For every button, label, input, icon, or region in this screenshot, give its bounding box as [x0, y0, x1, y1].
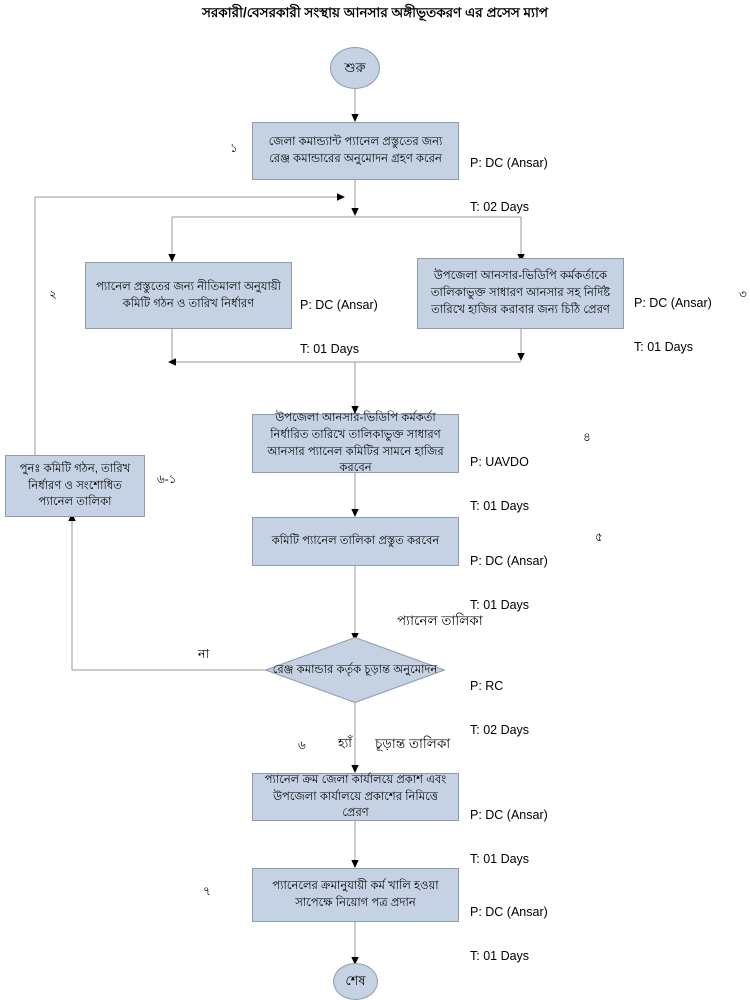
process-step-3-label: উপজেলা আনসার-ভিডিপি কর্মকর্তাকে তালিকাভু… — [430, 270, 611, 316]
process-step-5-label: কমিটি প্যানেল তালিকা প্রস্তুত করবেন — [271, 535, 440, 548]
step-2-number: ২ — [49, 287, 57, 301]
decision-number: ৬ — [298, 738, 306, 752]
process-step-4-label: উপজেলা আনসার-ভিডিপি কর্মকর্তা নির্ধারিত … — [267, 412, 444, 475]
decision-meta: P: RC T: 02 Days — [470, 649, 529, 767]
decision-yes-label: হ্যাঁ — [338, 736, 352, 750]
process-step-1[interactable]: জেলা কমান্ড্যান্ট প্যানেল প্রস্তুতের জন্… — [252, 122, 459, 180]
step-5-number: ৫ — [595, 530, 603, 544]
step-1-time: T: 02 Days — [470, 199, 530, 214]
step-4-number: ৪ — [583, 430, 591, 444]
rework-box[interactable]: পুনঃ কমিটি গঠন, তারিখ নির্ধারণ ও সংশোধিত… — [5, 455, 145, 517]
start-terminator[interactable]: শুরু — [330, 47, 380, 89]
step-1-performer: P: DC (Ansar) — [470, 155, 548, 170]
decision-input-label: প্যানেল তালিকা — [397, 613, 483, 628]
process-step-5[interactable]: কমিটি প্যানেল তালিকা প্রস্তুত করবেন — [252, 517, 459, 566]
process-step-6[interactable]: প্যানেল ক্রম জেলা কার্যালয়ে প্রকাশ এবং … — [252, 773, 459, 821]
decision-output-label: চূড়ান্ত তালিকা — [375, 736, 451, 751]
step-2-meta: P: DC (Ansar) T: 01 Days — [300, 268, 378, 386]
step-3-meta: P: DC (Ansar) T: 01 Days — [634, 266, 712, 384]
step-2-performer: P: DC (Ansar) — [300, 297, 378, 312]
decision-no-label: না — [198, 647, 210, 661]
decision-label: রেঞ্জ কমান্ডার কর্তৃক চূড়ান্ত অনুমোদন — [272, 663, 438, 676]
step-5-performer: P: DC (Ansar) — [470, 553, 548, 568]
process-step-3[interactable]: উপজেলা আনসার-ভিডিপি কর্মকর্তাকে তালিকাভু… — [417, 258, 624, 329]
step-5-time: T: 01 Days — [470, 597, 530, 612]
decision-node[interactable]: রেঞ্জ কমান্ডার কর্তৃক চূড়ান্ত অনুমোদন — [265, 637, 445, 703]
process-step-1-label: জেলা কমান্ড্যান্ট প্যানেল প্রস্তুতের জন্… — [268, 136, 443, 165]
step-1-number: ১ — [230, 141, 238, 155]
step-2-time: T: 01 Days — [300, 341, 360, 356]
step-6-time: T: 01 Days — [470, 851, 530, 866]
step-7-time: T: 01 Days — [470, 948, 530, 963]
step-7-number: ৭ — [203, 884, 211, 898]
process-step-2[interactable]: প্যানেল প্রস্তুতের জন্য নীতিমালা অনুযায়… — [85, 262, 292, 329]
step-3-time: T: 01 Days — [634, 339, 694, 354]
rework-box-label: পুনঃ কমিটি গঠন, তারিখ নির্ধারণ ও সংশোধিত… — [19, 462, 131, 509]
decision-time: T: 02 Days — [470, 722, 530, 737]
end-terminator[interactable]: শেষ — [333, 963, 378, 1000]
step-7-meta: P: DC (Ansar) T: 01 Days — [470, 875, 548, 993]
step-4-performer: P: UAVDO — [470, 454, 529, 469]
process-step-2-label: প্যানেল প্রস্তুতের জন্য নীতিমালা অনুযায়… — [96, 280, 281, 310]
decision-diamond-shape — [265, 637, 445, 703]
step-6-meta: P: DC (Ansar) T: 01 Days — [470, 778, 548, 896]
step-5-meta: P: DC (Ansar) T: 01 Days — [470, 524, 548, 642]
page-title: সরকারী/বেসরকারী সংস্থায় আনসার অঙ্গীভূতক… — [201, 5, 549, 20]
end-label: শেষ — [345, 973, 366, 989]
decision-performer: P: RC — [470, 678, 504, 693]
start-label: শুরু — [344, 59, 366, 75]
step-3-number: ৩ — [739, 287, 747, 301]
step-1-meta: P: DC (Ansar) T: 02 Days — [470, 126, 548, 244]
step-3-performer: P: DC (Ansar) — [634, 295, 712, 310]
process-step-7[interactable]: প্যানেলের ক্রমানুযায়ী কর্ম খালি হওয়া স… — [252, 868, 459, 922]
process-step-6-label: প্যানেল ক্রম জেলা কার্যালয়ে প্রকাশ এবং … — [264, 774, 447, 820]
process-step-7-label: প্যানেলের ক্রমানুযায়ী কর্ম খালি হওয়া স… — [272, 880, 439, 909]
step-4-time: T: 01 Days — [470, 498, 530, 513]
rework-number: ৬-১ — [157, 472, 177, 486]
process-step-4[interactable]: উপজেলা আনসার-ভিডিপি কর্মকর্তা নির্ধারিত … — [252, 412, 459, 474]
step-6-performer: P: DC (Ansar) — [470, 807, 548, 822]
step-7-performer: P: DC (Ansar) — [470, 904, 548, 919]
step-4-meta: P: UAVDO T: 01 Days — [470, 425, 529, 543]
